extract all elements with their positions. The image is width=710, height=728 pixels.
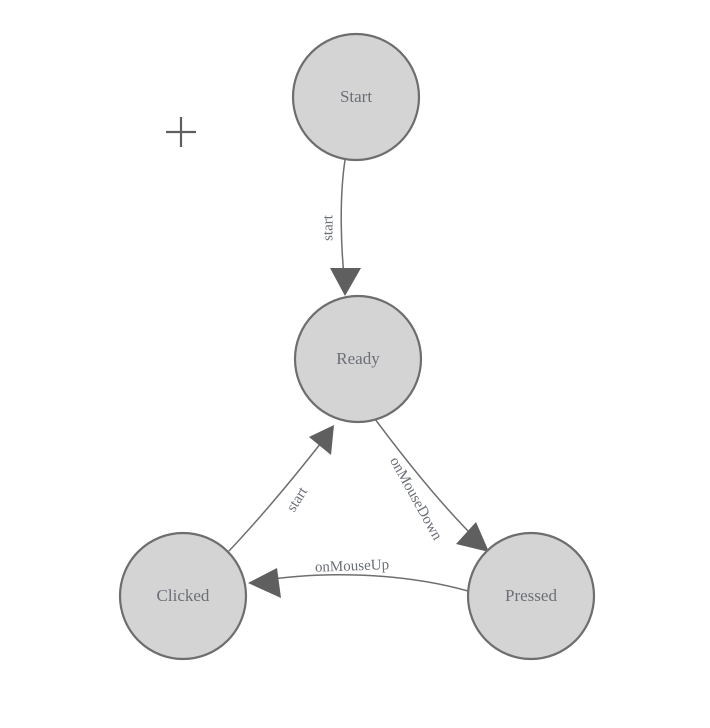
state-node-clicked[interactable]: Clicked xyxy=(118,531,248,661)
edge-ready-to-pressed[interactable]: onMouseDown xyxy=(374,418,489,552)
state-node-pressed[interactable]: Pressed xyxy=(466,531,596,661)
edge-label-start-2: start xyxy=(284,484,312,515)
node-circle xyxy=(293,294,423,424)
node-label: Pressed xyxy=(505,586,557,605)
node-circle xyxy=(466,531,596,661)
edge-label-onmousedown: onMouseDown xyxy=(386,454,445,543)
edge-arrowhead xyxy=(330,268,361,296)
state-node-ready[interactable]: Ready xyxy=(293,294,423,424)
edge-label-onmouseup: onMouseUp xyxy=(315,557,390,576)
edge-arrowhead xyxy=(248,568,281,598)
node-label: Ready xyxy=(336,349,380,368)
edge-start-to-ready[interactable]: start xyxy=(320,159,361,296)
node-circle xyxy=(118,531,248,661)
edge-arrowhead xyxy=(309,425,334,455)
edge-clicked-to-ready[interactable]: start xyxy=(228,425,334,552)
plus-marker-icon xyxy=(166,117,196,147)
edge-label-start: start xyxy=(320,214,336,241)
node-label: Clicked xyxy=(157,586,210,605)
edge-arrowhead xyxy=(456,522,489,552)
edge-pressed-to-clicked[interactable]: onMouseUp xyxy=(248,557,469,598)
node-circle xyxy=(291,32,421,162)
state-node-start[interactable]: Start xyxy=(291,32,421,162)
edge-path xyxy=(340,159,346,287)
node-label: Start xyxy=(340,87,372,106)
edge-path xyxy=(228,433,329,552)
edge-path xyxy=(258,573,469,592)
